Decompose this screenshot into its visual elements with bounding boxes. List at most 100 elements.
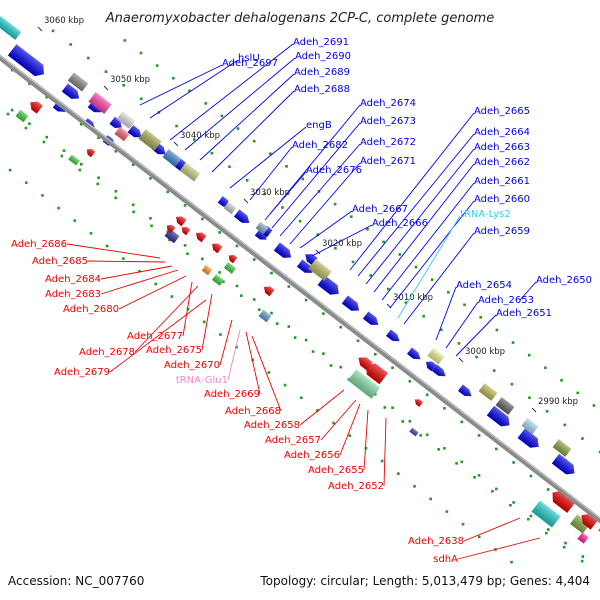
tick-dot [332, 421, 335, 425]
red-label-leader [299, 389, 345, 426]
red-gene-arrow [358, 357, 373, 371]
tick-dot [413, 484, 416, 488]
tick-dot [391, 406, 394, 410]
label-leader-lines [66, 43, 541, 560]
tick-dot [186, 307, 190, 311]
tick-dot [269, 152, 272, 156]
red-label-leader [219, 319, 233, 366]
tick-dot [69, 43, 72, 46]
tick-dot [397, 472, 400, 475]
tick-dot [351, 260, 355, 264]
red-gene-label: Adeh_2669 [204, 389, 260, 400]
red-label-leader [383, 417, 387, 487]
tick-dot [460, 420, 464, 424]
tick-dot [443, 407, 446, 410]
red-gene-label: Adeh_2652 [328, 481, 384, 492]
scale-tick-label: 3040 kbp [180, 131, 220, 141]
tick-dot [10, 108, 14, 112]
scale-tick-mark [103, 85, 109, 91]
tick-dot [239, 294, 243, 297]
blue-gene-arrow [551, 453, 575, 475]
scale-tick-mark [173, 141, 179, 147]
blue-gene-label: Adeh_2653 [478, 295, 534, 306]
tick-dot [24, 181, 28, 185]
blue-label-leader [249, 146, 293, 201]
tick-dot [364, 447, 368, 450]
blue-label-leader [455, 314, 497, 357]
tick-dot [398, 253, 402, 256]
tick-dot [419, 434, 422, 437]
tick-dot [204, 102, 207, 105]
tick-dot [443, 447, 446, 450]
blue-gene-label: Adeh_2673 [360, 116, 416, 127]
red-gene-arrow [181, 226, 191, 236]
feature-box [179, 162, 201, 182]
map-title: Anaeromyxobacter dehalogenans 2CP-C, com… [105, 11, 494, 26]
blue-label-leader [184, 57, 296, 151]
blue-label-leader [519, 281, 537, 301]
tick-dot [391, 366, 394, 370]
feature-box [531, 500, 561, 528]
tick-dot [139, 51, 143, 55]
red-gene-label: tRNA-Glu1 [176, 375, 228, 386]
tick-dot [366, 227, 369, 231]
blue-gene-arrow [61, 83, 80, 99]
blue-label-leader [403, 232, 475, 325]
tick-dot [546, 488, 550, 491]
tick-dot [329, 364, 333, 367]
red-gene-label: Adeh_2668 [225, 406, 281, 417]
red-label-leader [463, 517, 521, 542]
tick-dot [529, 514, 533, 518]
tick-dot [383, 406, 387, 409]
red-gene-arrow [552, 490, 576, 513]
accession-text: Accession: NC_007760 [8, 574, 145, 588]
tick-dot [408, 419, 412, 423]
tick-dot [576, 391, 580, 395]
tick-dot [123, 39, 127, 42]
tick-dot [447, 290, 450, 294]
feature-box [162, 149, 182, 167]
blue-gene-label: Adeh_2682 [292, 140, 348, 151]
tick-dot [509, 503, 512, 507]
tick-dot [172, 76, 175, 80]
feature-box [201, 264, 213, 276]
feature-box [495, 397, 515, 415]
tick-dot [202, 320, 206, 324]
blue-gene-label: hslU [238, 53, 260, 64]
tick-dot [192, 138, 196, 141]
tick-dot [339, 365, 342, 369]
genome-backbone [0, 54, 600, 524]
tick-dot [60, 154, 64, 158]
tick-dot [401, 420, 405, 423]
red-label-leader [100, 269, 179, 295]
blue-gene-label: Adeh_2689 [294, 67, 350, 78]
tick-dot [512, 461, 515, 464]
feature-box [114, 126, 130, 142]
tick-dot [304, 338, 308, 342]
tick-dot [545, 410, 549, 413]
blue-label-leader [445, 301, 479, 349]
blue-label-leader [397, 215, 461, 319]
blue-gene-label: Adeh_2666 [372, 218, 428, 229]
tick-dot [79, 162, 83, 166]
tick-dot [252, 139, 256, 143]
tick-dot [422, 314, 425, 318]
feature-box [138, 129, 162, 151]
tick-dot [220, 114, 224, 118]
blue-gene-label: tRNA-Lys2 [460, 209, 511, 220]
tick-dot [369, 274, 372, 277]
red-label-leader [457, 537, 541, 560]
tick-dot [79, 122, 83, 126]
tick-dot [339, 325, 342, 329]
tick-dot [228, 165, 231, 169]
blue-gene-arrow [458, 384, 472, 397]
scale-tick-label: 3010 kbp [393, 293, 433, 303]
tick-dot [222, 280, 225, 284]
tick-dot [430, 278, 434, 281]
tick-dot [41, 194, 44, 197]
red-label-leader [182, 281, 193, 337]
tick-dot [150, 224, 153, 228]
tick-dot [97, 136, 100, 140]
red-gene-arrow [166, 224, 176, 234]
blue-gene-arrow [362, 311, 379, 325]
